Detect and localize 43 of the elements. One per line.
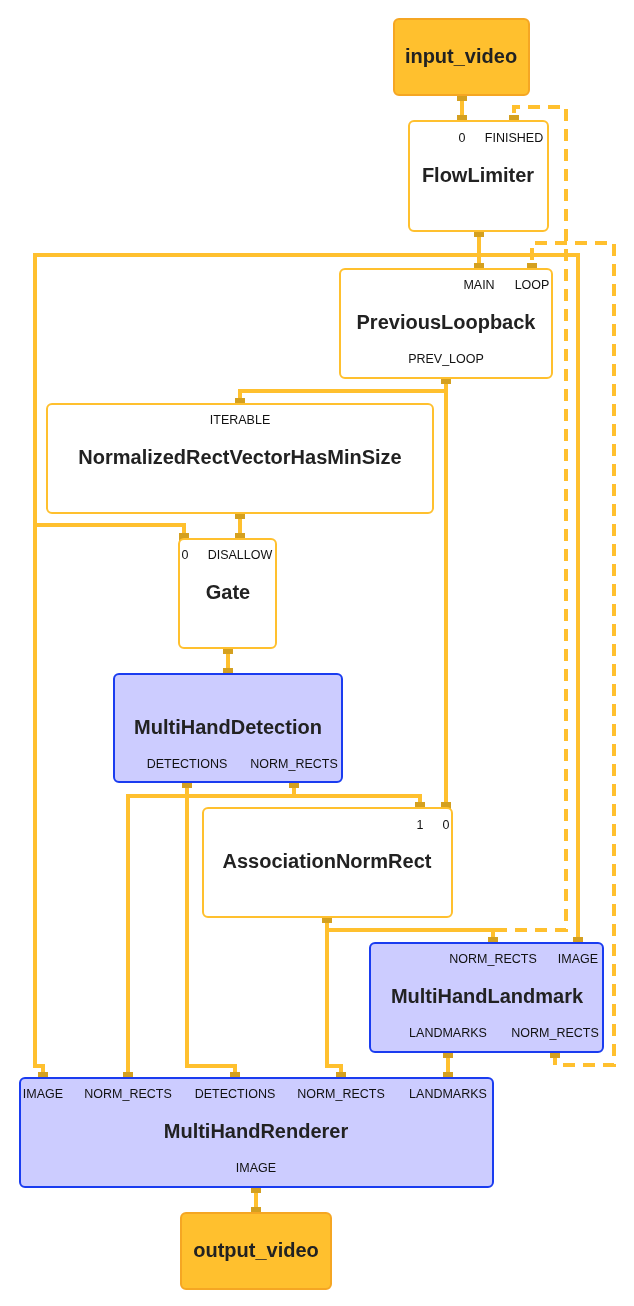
port-label: NORM_RECTS [297,1087,385,1101]
port-label: DETECTIONS [194,1087,276,1101]
port-label: LOOP [514,278,550,292]
node-title: MultiHandRenderer [163,1119,349,1143]
node-title: input_video [404,44,518,68]
port-label: DETECTIONS [146,757,228,771]
calculator-box [339,268,553,379]
subgraph-box [369,942,604,1053]
port-label: LANDMARKS [409,1026,487,1040]
stream-box [393,18,530,96]
node-title: MultiHandDetection [134,715,322,739]
port-label: IMAGE [235,1161,277,1175]
port-label: 0 [181,548,189,562]
port-label: FINISHED [484,131,544,145]
port-label: DISALLOW [207,548,273,562]
node-title: PreviousLoopback [356,310,536,334]
port-label: NORM_RECTS [511,1026,599,1040]
port-label: NORM_RECTS [84,1087,172,1101]
stream-box [180,1212,332,1290]
node-title: FlowLimiter [421,163,535,187]
node-title: MultiHandLandmark [390,984,584,1008]
node-title: NormalizedRectVectorHasMinSize [78,445,402,469]
port-label: 1 [416,818,424,832]
subgraph-box [113,673,343,783]
connector [527,241,616,1067]
port-label: NORM_RECTS [250,757,338,771]
calculator-box [408,120,549,232]
calculator-box [46,403,434,514]
node-title: AssociationNormRect [222,849,432,873]
node-title: output_video [193,1238,319,1262]
port-label: IMAGE [22,1087,64,1101]
port-label: PREV_LOOP [408,352,484,366]
calculator-box [178,538,277,649]
port-label: MAIN [463,278,495,292]
subgraph-box [19,1077,494,1188]
node-title: Gate [205,580,251,604]
port-label: NORM_RECTS [449,952,537,966]
calculator-box [202,807,453,918]
port-label: ITERABLE [209,413,271,427]
port-label: IMAGE [557,952,599,966]
port-label: 0 [458,131,466,145]
port-label: LANDMARKS [409,1087,487,1101]
port-label: 0 [442,818,450,832]
